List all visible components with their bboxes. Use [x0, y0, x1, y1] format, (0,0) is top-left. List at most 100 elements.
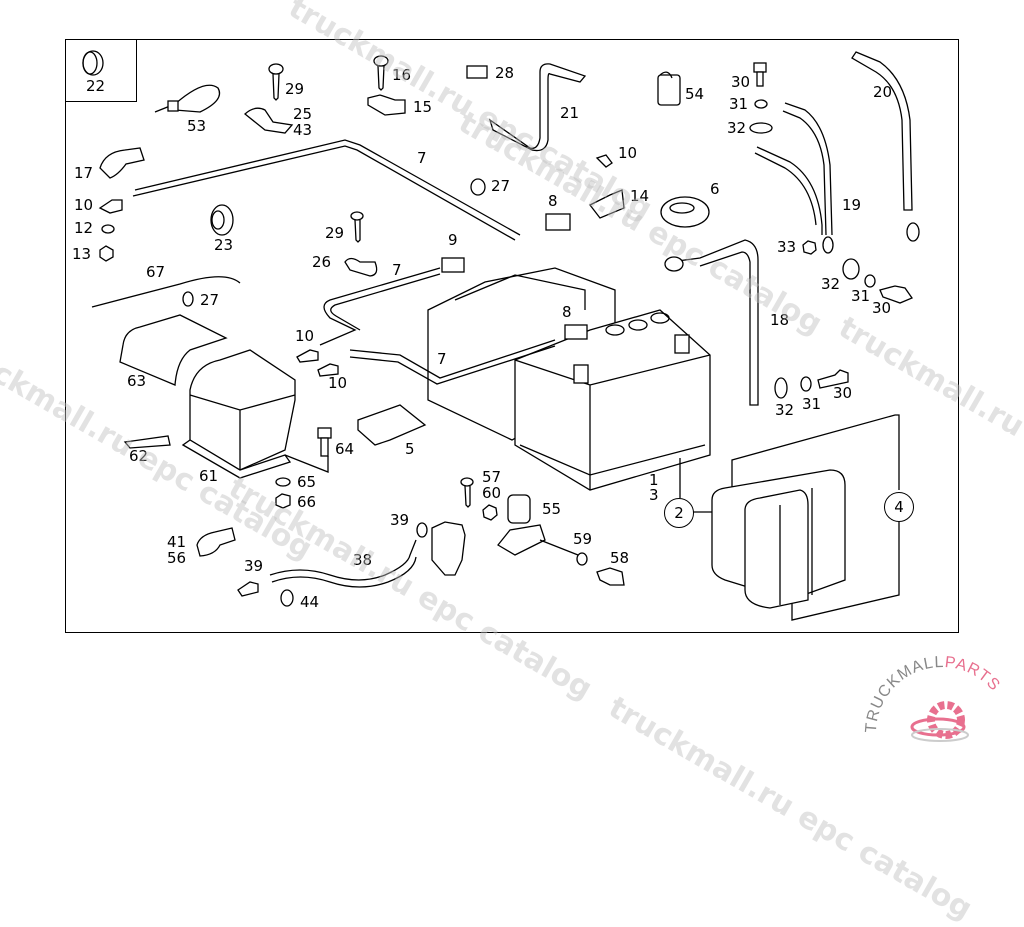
label-5[interactable]: 5	[405, 442, 415, 457]
label-38[interactable]: 38	[353, 553, 372, 568]
label-15[interactable]: 15	[413, 100, 432, 115]
part-8-clamp-lower[interactable]	[565, 325, 587, 339]
part-58-bolt[interactable]	[597, 568, 624, 585]
part-44-bushing[interactable]	[281, 590, 293, 606]
label-55[interactable]: 55	[542, 502, 561, 517]
label-10-left[interactable]: 10	[74, 198, 93, 213]
part-27-bushing-lower[interactable]	[183, 292, 193, 306]
label-58[interactable]: 58	[610, 551, 629, 566]
part-53-cable-tie[interactable]	[155, 85, 220, 112]
label-7-low[interactable]: 7	[437, 352, 447, 367]
part-28-clip[interactable]	[467, 66, 487, 78]
label-29[interactable]: 29	[285, 82, 304, 97]
label-63[interactable]: 63	[127, 374, 146, 389]
label-31-low[interactable]: 31	[802, 397, 821, 412]
label-18[interactable]: 18	[770, 313, 789, 328]
label-8-upper[interactable]: 8	[548, 194, 558, 209]
label-62[interactable]: 62	[129, 449, 148, 464]
label-21[interactable]: 21	[560, 106, 579, 121]
label-39-lower[interactable]: 39	[244, 559, 263, 574]
label-32-top[interactable]: 32	[727, 121, 746, 136]
part-25-clip[interactable]	[245, 108, 292, 133]
part-19-cable-a[interactable]	[783, 103, 832, 235]
part-39-switch[interactable]	[432, 522, 465, 575]
part-57-screw[interactable]	[461, 478, 473, 507]
part-66-nut[interactable]	[276, 494, 290, 508]
part-38-cable[interactable]	[270, 540, 416, 587]
label-32-mid[interactable]: 32	[821, 277, 840, 292]
label-32-low[interactable]: 32	[775, 403, 794, 418]
label-59[interactable]: 59	[573, 532, 592, 547]
label-60[interactable]: 60	[482, 486, 501, 501]
part-59-washer[interactable]	[577, 553, 587, 565]
part-31-washer-mid[interactable]	[865, 275, 875, 287]
part-7-cable-middle[interactable]	[320, 268, 440, 345]
label-28[interactable]: 28	[495, 66, 514, 81]
label-56[interactable]: 56	[167, 551, 186, 566]
battery-group-4[interactable]	[712, 415, 899, 620]
part-22-grommet[interactable]	[83, 51, 103, 75]
part-39-lug-lower[interactable]	[238, 582, 258, 596]
label-7-top[interactable]: 7	[417, 151, 427, 166]
part-9-clamp[interactable]	[442, 258, 464, 272]
label-66[interactable]: 66	[297, 495, 316, 510]
label-53[interactable]: 53	[187, 119, 206, 134]
part-6-terminal-cover[interactable]	[661, 197, 709, 227]
label-25[interactable]: 25	[293, 107, 312, 122]
part-32-washer-low[interactable]	[775, 378, 787, 398]
label-7-mid[interactable]: 7	[392, 263, 402, 278]
label-30-low[interactable]: 30	[833, 386, 852, 401]
part-30-bolt-top[interactable]	[754, 63, 766, 86]
part-10-lug-left[interactable]	[100, 200, 122, 213]
part-31-washer-low[interactable]	[801, 377, 811, 391]
part-64-bolt[interactable]	[318, 428, 331, 456]
label-26[interactable]: 26	[312, 255, 331, 270]
label-9[interactable]: 9	[448, 233, 458, 248]
part-41-56-boot[interactable]	[197, 528, 235, 556]
label-57[interactable]: 57	[482, 470, 501, 485]
label-31-top[interactable]: 31	[729, 97, 748, 112]
label-30-mid[interactable]: 30	[872, 301, 891, 316]
label-10-b[interactable]: 10	[328, 376, 347, 391]
label-61[interactable]: 61	[199, 469, 218, 484]
part-16-screw[interactable]	[374, 56, 388, 90]
label-64[interactable]: 64	[335, 442, 354, 457]
truckmall-parts-logo[interactable]: TRUCKMALLPARTS	[858, 655, 1018, 745]
label-29-mid[interactable]: 29	[325, 226, 344, 241]
label-30-top[interactable]: 30	[731, 75, 750, 90]
part-10-lug-a[interactable]	[297, 350, 318, 362]
part-61-switch-box[interactable]	[183, 350, 295, 478]
part-29-screw[interactable]	[269, 64, 283, 100]
part-20-ground-strap[interactable]	[852, 52, 912, 210]
label-20[interactable]: 20	[873, 85, 892, 100]
part-39-lug-upper[interactable]	[417, 523, 427, 537]
label-67[interactable]: 67	[146, 265, 165, 280]
label-16[interactable]: 16	[392, 68, 411, 83]
part-65-washer[interactable]	[276, 478, 290, 486]
label-22[interactable]: 22	[86, 79, 105, 94]
part-54-relay[interactable]	[658, 72, 680, 105]
label-13[interactable]: 13	[72, 247, 91, 262]
label-23[interactable]: 23	[214, 238, 233, 253]
label-10-upper[interactable]: 10	[618, 146, 637, 161]
part-8-clamp-upper[interactable]	[546, 214, 570, 230]
label-19[interactable]: 19	[842, 198, 861, 213]
callout-circle-4[interactable]: 4	[884, 492, 914, 522]
label-14[interactable]: 14	[630, 189, 649, 204]
part-23-grommet[interactable]	[211, 205, 233, 235]
part-33-nut[interactable]	[803, 241, 816, 254]
part-12-washer[interactable]	[102, 225, 114, 233]
label-8-lower[interactable]: 8	[562, 305, 572, 320]
part-32-washer-top[interactable]	[750, 123, 772, 133]
label-33[interactable]: 33	[777, 240, 796, 255]
part-31-washer-top[interactable]	[755, 100, 767, 108]
label-12[interactable]: 12	[74, 221, 93, 236]
part-60-nut[interactable]	[483, 505, 497, 520]
label-65[interactable]: 65	[297, 475, 316, 490]
label-31-mid[interactable]: 31	[851, 289, 870, 304]
part-15-clip[interactable]	[368, 95, 405, 115]
label-6[interactable]: 6	[710, 182, 720, 197]
label-17[interactable]: 17	[74, 166, 93, 181]
part-55-solenoid-valve[interactable]	[498, 495, 545, 555]
part-26-clip[interactable]	[345, 259, 377, 277]
